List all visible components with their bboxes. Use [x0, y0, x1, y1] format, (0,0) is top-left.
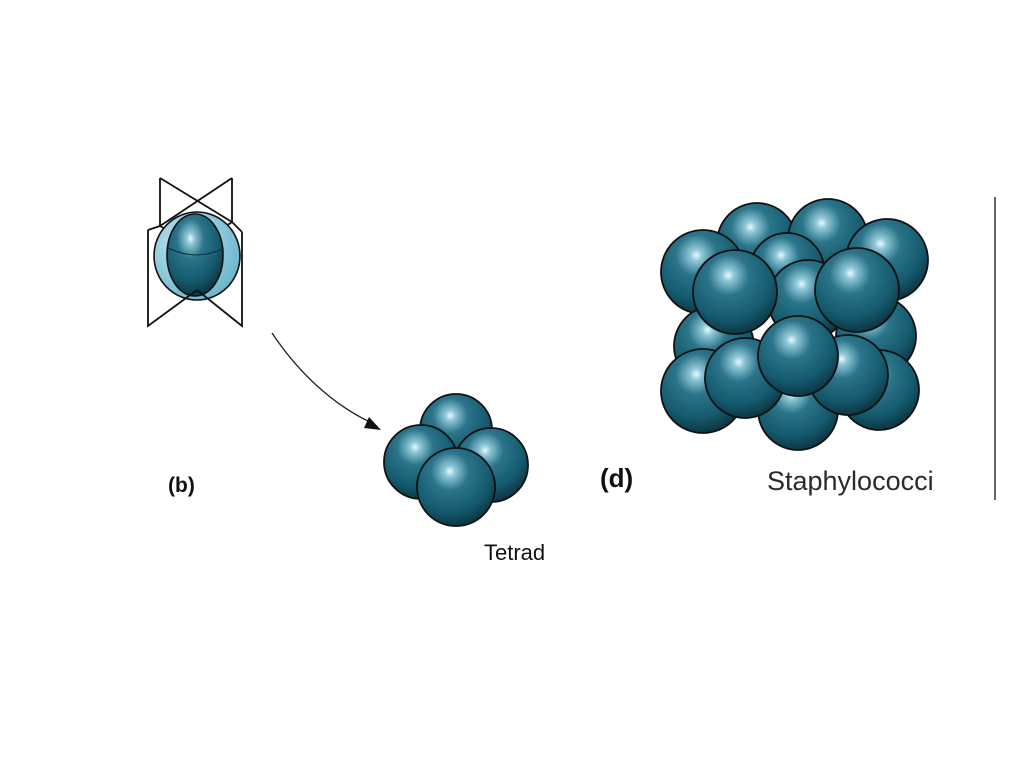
- arrow-head: [364, 417, 381, 430]
- division-plane-front-left: [147, 230, 198, 328]
- division-planes-illustration: [147, 177, 243, 328]
- panel-label-d: (d): [600, 463, 634, 493]
- staph-cell: [814, 247, 900, 333]
- tetrad-label: Tetrad: [484, 540, 546, 565]
- division-plane-back-cross-2: [159, 177, 233, 227]
- panel-label-b: (b): [168, 474, 195, 497]
- tetrad-cell-front: [416, 447, 496, 527]
- staph-cell: [757, 315, 839, 397]
- division-arrow: [271, 332, 381, 430]
- cell-equator-line: [167, 247, 225, 256]
- division-plane-front-right: [196, 232, 243, 328]
- tetrad-cluster: [383, 393, 529, 527]
- arrow-shaft: [271, 332, 371, 423]
- staphylococci-label: Staphylococci: [767, 466, 934, 496]
- division-plane-front-top-right: [231, 221, 243, 233]
- staphylococci-cluster: [660, 198, 929, 451]
- division-plane-front-top-left: [147, 225, 161, 231]
- division-plane-back-cross-1: [159, 177, 233, 223]
- staph-cell: [692, 249, 778, 335]
